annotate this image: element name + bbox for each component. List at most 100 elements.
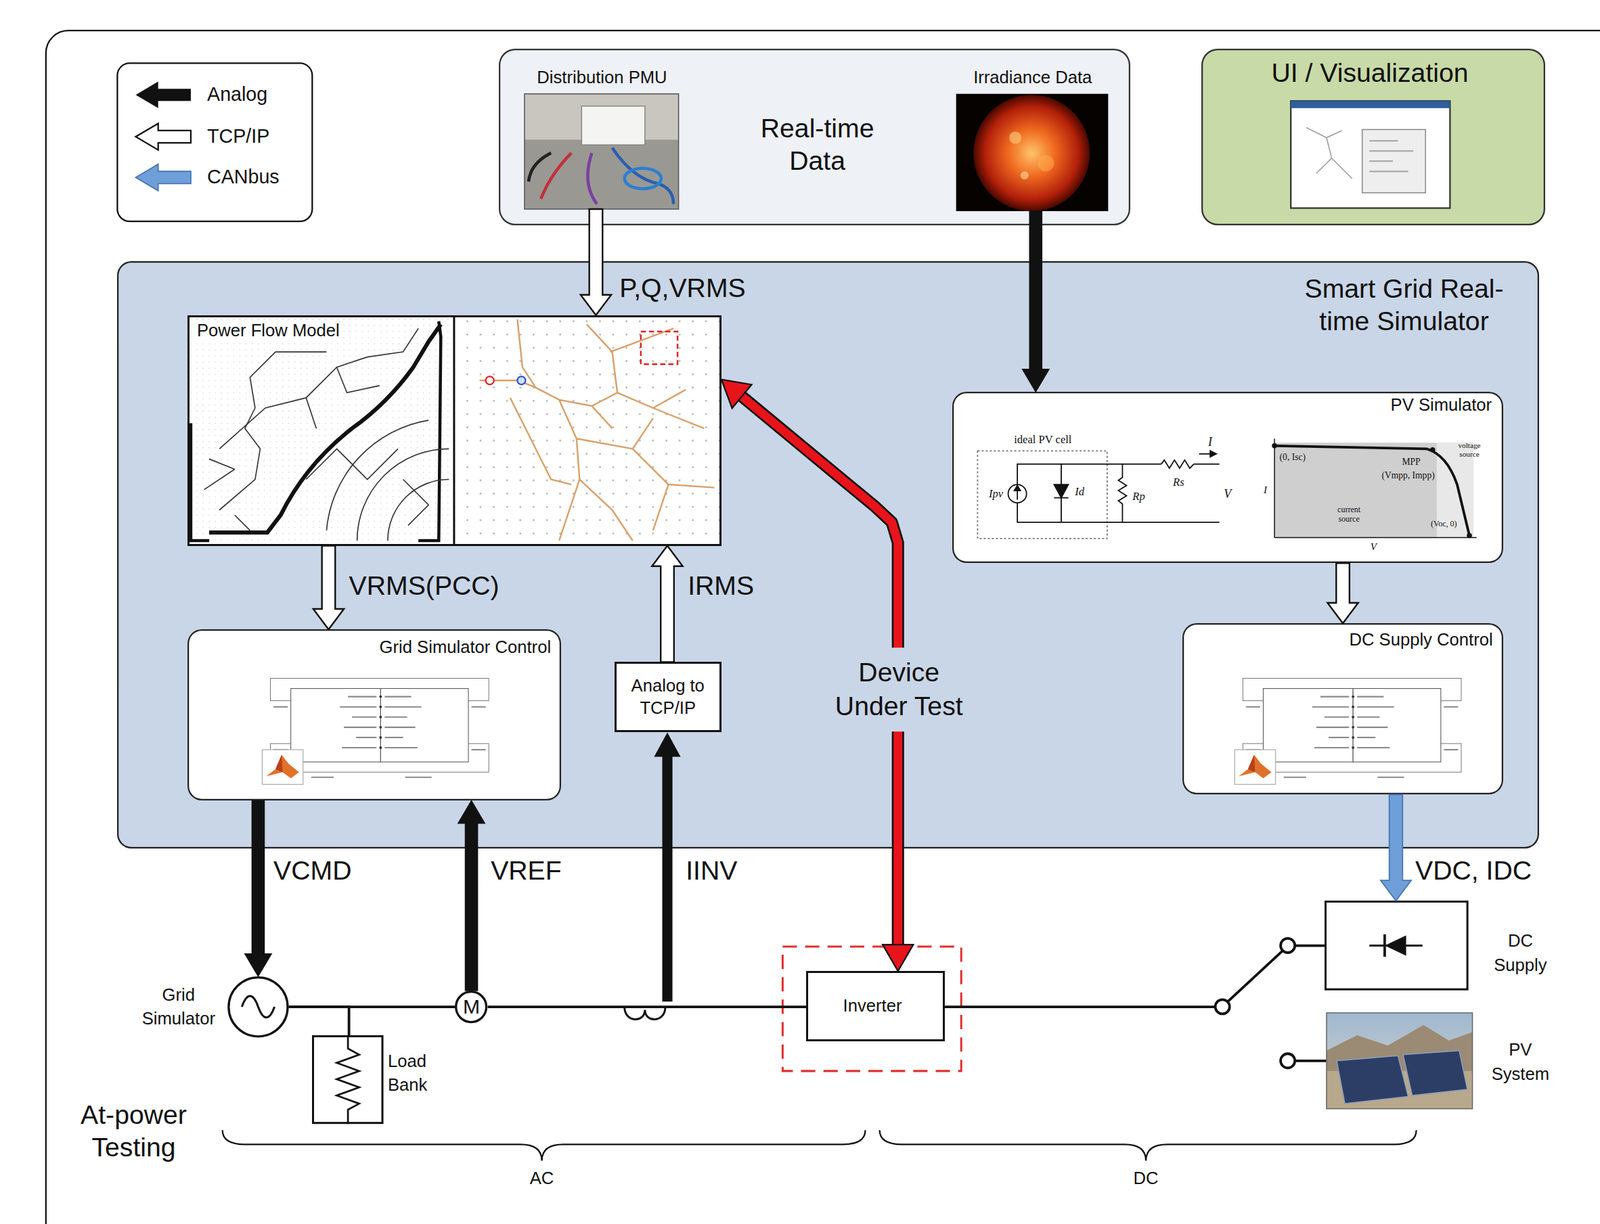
feeder-map bbox=[189, 316, 719, 545]
model-screenshot bbox=[1234, 678, 1462, 785]
legend-box bbox=[117, 62, 313, 222]
signal-arrow bbox=[458, 800, 485, 991]
annotation-label: current source bbox=[1331, 506, 1366, 525]
converter-box: Analog to TCP/IP bbox=[614, 661, 722, 733]
simulator-panel: Power Flow Model PV SimulatorGrid Simulat… bbox=[117, 261, 1539, 849]
wire-path bbox=[487, 1005, 807, 1009]
annotation-label: I bbox=[1263, 483, 1268, 497]
outline-circle bbox=[228, 977, 288, 1037]
control-box: Grid Simulator Control bbox=[187, 629, 562, 801]
meter-symbol: M bbox=[454, 990, 488, 1024]
dc-supply: DC Supply bbox=[1324, 900, 1560, 991]
arrow-head bbox=[882, 944, 914, 972]
signal-label: P,Q,VRMS bbox=[619, 271, 746, 306]
annotation-label: Rs bbox=[1172, 475, 1185, 491]
arrow-shape bbox=[1380, 794, 1412, 901]
model-screenshot bbox=[261, 678, 489, 785]
signal-arrow bbox=[245, 800, 272, 976]
signal-label: VCMD bbox=[273, 854, 352, 888]
node-label: DC Supply Control bbox=[1275, 629, 1494, 652]
annotation-label: V bbox=[1370, 540, 1377, 554]
arrow-shape bbox=[580, 209, 612, 316]
wire-path bbox=[289, 1007, 350, 1036]
pmu-photo bbox=[524, 94, 679, 210]
node-label: M bbox=[454, 994, 488, 1020]
annotation-label: At-power Testing bbox=[72, 1099, 195, 1165]
arrow-shape bbox=[245, 800, 272, 976]
node-label: Analog to TCP/IP bbox=[619, 674, 717, 720]
annotation-label: MPP bbox=[1402, 456, 1421, 468]
hardware-symbols bbox=[241, 732, 1422, 1125]
node-label: Distribution PMU bbox=[515, 67, 689, 89]
photo-frame: Distribution PMU bbox=[515, 64, 689, 210]
model-box: Power Flow Model bbox=[187, 315, 722, 547]
outline-rect bbox=[313, 1036, 384, 1124]
arrow-shape bbox=[651, 546, 683, 663]
annotation-label: (0, Isc) bbox=[1279, 452, 1306, 464]
annotation-label: Rp bbox=[1132, 490, 1145, 505]
signal-arrow bbox=[313, 546, 344, 631]
arrow-head bbox=[721, 379, 752, 409]
wire bbox=[487, 1007, 807, 1008]
pv-circuit bbox=[977, 450, 1219, 539]
node-label: PV System bbox=[1487, 1037, 1553, 1087]
node-label: Smart Grid Real-time Simulator bbox=[1283, 272, 1525, 339]
annotation-label: ideal PV cell bbox=[1013, 432, 1072, 447]
data-panel: Distribution PMU Irradiance DataReal-time… bbox=[498, 48, 1131, 226]
annotation-label: (Vmpp, Impp) bbox=[1381, 469, 1435, 482]
node-label: Irradiance Data bbox=[946, 67, 1119, 89]
wire bbox=[289, 1007, 456, 1008]
node-label: PV Simulator bbox=[1326, 394, 1492, 417]
signal-label: IRMS bbox=[687, 569, 754, 604]
outer-frame bbox=[46, 30, 1600, 1224]
iv-curve bbox=[1271, 438, 1477, 539]
signal-arrow bbox=[1327, 563, 1358, 624]
outline-rect bbox=[1325, 902, 1468, 991]
annotation-label: (Voc, 0) bbox=[1430, 519, 1458, 530]
sun-photo bbox=[956, 94, 1109, 212]
ui-panel: UI / Visualization bbox=[1201, 48, 1546, 226]
signal-label: Device Under Test bbox=[827, 647, 971, 732]
annotation-label: DC bbox=[1133, 1167, 1159, 1190]
annotation-label: Id bbox=[1074, 484, 1085, 499]
wire-path bbox=[944, 946, 1325, 1008]
arrow-shape bbox=[1327, 563, 1358, 624]
pv-system: PV System bbox=[1326, 1013, 1560, 1110]
signal-arrow bbox=[651, 546, 683, 663]
inverter-box: Inverter bbox=[806, 971, 945, 1042]
node-outline bbox=[130, 976, 290, 1038]
annotation-label: IINV bbox=[685, 854, 738, 888]
node-label: Grid Simulator bbox=[132, 983, 225, 1031]
brace bbox=[222, 1130, 1417, 1161]
control-box: DC Supply Control bbox=[1182, 623, 1503, 795]
pv-photo bbox=[1326, 1013, 1473, 1110]
grid-simulator: Grid Simulator bbox=[130, 976, 290, 1038]
annotation-label: I bbox=[1208, 434, 1213, 451]
annotation-label: AC bbox=[529, 1167, 555, 1190]
node-label: Inverter bbox=[806, 995, 939, 1018]
photo-frame: Irradiance Data bbox=[946, 64, 1119, 212]
node-label: Grid Simulator Control bbox=[337, 636, 552, 659]
annotation-label: voltage source bbox=[1453, 441, 1485, 459]
legend-label: Analog bbox=[207, 82, 268, 107]
arrow-shape bbox=[313, 546, 344, 631]
signal-arrow bbox=[1380, 794, 1412, 901]
node-label: UI / Visualization bbox=[1201, 56, 1540, 90]
signal-arrow bbox=[1022, 211, 1050, 392]
signal-label: VREF bbox=[490, 854, 562, 888]
annotation-label: Ipv bbox=[988, 486, 1004, 501]
legend-label: CANbus bbox=[207, 165, 280, 190]
wire bbox=[289, 1007, 350, 1036]
node-label: Power Flow Model bbox=[193, 320, 343, 342]
node-label: Real-time Data bbox=[751, 112, 884, 179]
signal-label: VDC, IDC bbox=[1415, 854, 1532, 888]
annotation-label: V bbox=[1223, 485, 1232, 502]
signal-arrow bbox=[580, 209, 612, 316]
node-label: Load Bank bbox=[387, 1049, 444, 1097]
signal-label: VRMS(PCC) bbox=[349, 569, 500, 604]
wire bbox=[944, 946, 1325, 1008]
load-bank: Load Bank bbox=[312, 1035, 445, 1125]
screenshot bbox=[1290, 100, 1450, 208]
legend-label: TCP/IP bbox=[207, 124, 270, 149]
arrow-shape bbox=[458, 800, 485, 991]
